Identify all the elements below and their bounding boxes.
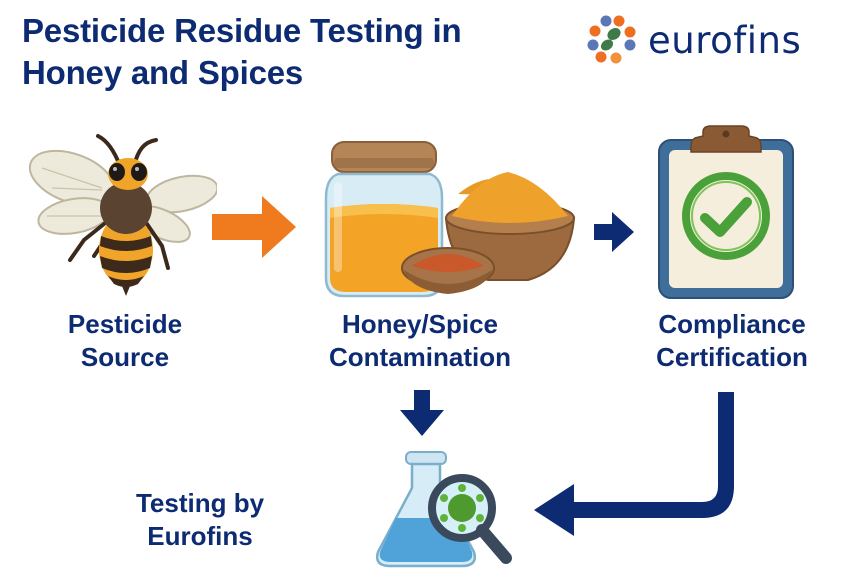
step-label-compliance-certification: Compliance Certification xyxy=(622,308,842,374)
label-line: Eurofins xyxy=(147,521,253,551)
eurofins-logo: eurofins xyxy=(584,12,844,68)
step-label-pesticide-source: Pesticide Source xyxy=(20,308,230,374)
step-label-testing-by-eurofins: Testing by Eurofins xyxy=(110,487,290,553)
label-line: Contamination xyxy=(329,342,511,372)
label-line: Source xyxy=(80,342,170,372)
arrow-right-orange-icon xyxy=(212,196,296,258)
arrow-right-navy-icon xyxy=(594,212,634,252)
honey-jar-spice-bowl-icon xyxy=(324,141,576,298)
label-line: Certification xyxy=(656,342,808,372)
label-line: Compliance xyxy=(658,309,806,339)
title-line-2: Honey and Spices xyxy=(22,54,304,91)
arrow-down-navy-icon xyxy=(400,390,444,436)
flask-magnifier-icon xyxy=(376,451,512,568)
label-line: Honey/Spice xyxy=(341,309,499,339)
bee-icon xyxy=(28,134,217,296)
arrow-elbow-left-navy-icon xyxy=(534,392,734,536)
clipboard-check-icon xyxy=(658,125,794,299)
title-line-1: Pesticide Residue Testing in xyxy=(22,12,462,49)
logo-wordmark: eurofins xyxy=(648,18,802,62)
step-label-honey-spice-contamination: Honey/Spice Contamination xyxy=(300,308,540,374)
label-line: Testing by xyxy=(135,488,265,518)
label-line: Pesticide xyxy=(67,309,183,339)
page-title: Pesticide Residue Testing in Honey and S… xyxy=(22,10,582,94)
eurofins-dots-icon xyxy=(587,15,636,64)
